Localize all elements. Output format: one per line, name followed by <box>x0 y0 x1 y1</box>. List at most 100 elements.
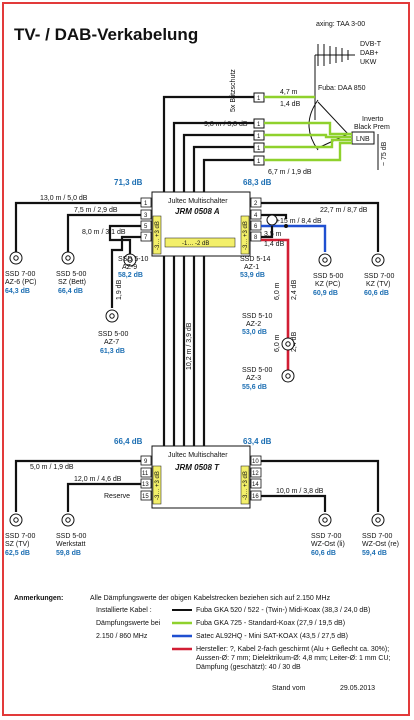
notes-heading: Anmerkungen: <box>14 595 63 602</box>
outlet-az6: SSD 7-00 AZ-6 (PC) 64,3 dB <box>5 251 37 295</box>
lnb-label: LNB <box>356 136 370 143</box>
svg-text:5+15 m / 8,4 dB: 5+15 m / 8,4 dB <box>272 218 322 225</box>
svg-text:Aussen-Ø: 7 mm; Dielektrikum-Ø: Aussen-Ø: 7 mm; Dielektrikum-Ø: 4,8 mm; … <box>196 655 391 662</box>
svg-text:SSD 5-00: SSD 5-00 <box>56 533 86 540</box>
page-border <box>2 2 410 716</box>
svg-text:62,5 dB: 62,5 dB <box>5 550 30 557</box>
svg-text:1: 1 <box>257 146 261 152</box>
svg-text:10,2 m / 3,9 dB: 10,2 m / 3,9 dB <box>186 322 193 370</box>
outlet-wz-ost-re: SSD 7-00 WZ-Ost (re) 59,4 dB <box>362 513 399 557</box>
switch-a-left-cables <box>14 201 141 308</box>
svg-text:8: 8 <box>254 235 258 241</box>
svg-text:2.150 / 860 MHz: 2.150 / 860 MHz <box>96 633 148 640</box>
svg-text:KZ (TV): KZ (TV) <box>366 281 391 288</box>
svg-text:WZ-Ost (li): WZ-Ost (li) <box>311 541 345 548</box>
svg-text:66,4 dB: 66,4 dB <box>58 288 83 295</box>
svg-text:13: 13 <box>142 482 149 488</box>
switch-t-brand: Jultec Multischalter <box>168 452 228 459</box>
trunk-cables-upper <box>162 95 254 192</box>
svg-text:9: 9 <box>144 459 148 465</box>
svg-text:2,4 dB: 2,4 dB <box>291 331 298 352</box>
svg-text:SSD 7-00: SSD 7-00 <box>311 533 341 540</box>
svg-text:59,8 dB: 59,8 dB <box>56 550 81 557</box>
cable-label-c2: 9,8 m / 3,8 dB <box>204 121 248 128</box>
svg-text:58,2 dB: 58,2 dB <box>118 272 143 279</box>
dish-model: Fuba: DAA 850 <box>318 85 366 92</box>
reserve-label: Reserve <box>104 493 130 500</box>
cable-label-c1: 4,7 m <box>280 89 298 96</box>
outlet-kz-tv: SSD 7-00 KZ (TV) 60,6 dB <box>364 253 394 297</box>
notes-intro: Alle Dämpfungswerte der obigen Kabelstre… <box>90 595 331 602</box>
svg-text:-3… +3 dB: -3… +3 dB <box>155 221 161 250</box>
svg-text:SSD 5-10: SSD 5-10 <box>118 256 148 263</box>
svg-text:59,4 dB: 59,4 dB <box>362 550 387 557</box>
outlet-sz-bett: SSD 5-00 SZ (Bett) 66,4 dB <box>56 251 86 295</box>
svg-text:SSD 5-14: SSD 5-14 <box>240 256 270 263</box>
svg-text:SSD 7-00: SSD 7-00 <box>5 271 35 278</box>
svg-text:14: 14 <box>252 482 259 488</box>
svg-text:AZ-6 (PC): AZ-6 (PC) <box>5 279 37 286</box>
terrestrial-antenna-icon <box>314 44 355 120</box>
svg-text:-3… +3 dB: -3… +3 dB <box>155 471 161 500</box>
outlet-az9: SSD 5-10 AZ-9 58,2 dB <box>118 253 148 279</box>
switch-t-level-left: 66,4 dB <box>114 437 143 446</box>
switch-a-right-cables <box>261 201 380 372</box>
svg-text:61,3 dB: 61,3 dB <box>100 348 125 355</box>
band-dab: DAB+ <box>360 50 378 57</box>
lightning-protection-blocks: 1 1 1 1 1 <box>253 92 265 166</box>
svg-text:22,7 m / 8,7 dB: 22,7 m / 8,7 dB <box>320 207 368 214</box>
antenna-model: axing: TAA 3-00 <box>316 21 365 28</box>
switch-a-right-gain-bar <box>240 215 250 255</box>
outlet-sz-tv: SSD 7-00 SZ (TV) 62,5 dB <box>5 513 35 557</box>
stand-date: 29.05.2013 <box>340 685 375 692</box>
lightning-protection-label: 5x Blitzschutz <box>230 69 237 112</box>
svg-text:2,4 dB: 2,4 dB <box>291 279 298 300</box>
svg-text:AZ-3: AZ-3 <box>246 375 261 382</box>
svg-text:7: 7 <box>144 235 148 241</box>
svg-text:60,9 dB: 60,9 dB <box>313 290 338 297</box>
svg-text:SSD 5-10: SSD 5-10 <box>242 313 272 320</box>
switch-a-ports: 1 3 5 7 2 4 6 8 <box>140 197 262 242</box>
svg-text:1: 1 <box>257 159 261 165</box>
svg-text:3,5 m: 3,5 m <box>264 231 282 238</box>
outlet-az7: SSD 5-00 AZ-7 61,3 dB <box>98 309 128 355</box>
svg-text:Fuba GKA 725 - Standard-Koax (: Fuba GKA 725 - Standard-Koax (27,9 / 19,… <box>196 620 345 627</box>
svg-text:6: 6 <box>254 224 258 230</box>
lnb-level: ~ 75 dB <box>381 141 388 166</box>
svg-text:SZ (Bett): SZ (Bett) <box>58 279 86 286</box>
svg-text:7,5 m / 2,9 dB: 7,5 m / 2,9 dB <box>74 207 118 214</box>
svg-text:13,0 m / 5,0 dB: 13,0 m / 5,0 dB <box>40 195 88 202</box>
svg-text:SSD 5-00: SSD 5-00 <box>313 273 343 280</box>
switch-t-level-right: 63,4 dB <box>243 437 272 446</box>
cable-label-c3: 6,7 m / 1,9 dB <box>268 169 312 176</box>
svg-text:SZ (TV): SZ (TV) <box>5 541 30 548</box>
switch-t-box <box>151 445 251 509</box>
outlet-werkstatt: SSD 5-00 Werkstatt 59,8 dB <box>56 513 86 557</box>
svg-text:Dämpfung (geschätzt): 40 / 30: Dämpfung (geschätzt): 40 / 30 dB <box>196 664 301 671</box>
svg-text:12,0 m / 4,6 dB: 12,0 m / 4,6 dB <box>74 476 122 483</box>
svg-text:1: 1 <box>257 96 261 102</box>
svg-text:4: 4 <box>254 213 258 219</box>
switch-a-mid-bar <box>164 237 236 248</box>
switch-a-left-gain-bar <box>152 215 162 255</box>
outlet-kz-pc: SSD 5-00 KZ (PC) 60,9 dB <box>313 253 343 297</box>
svg-text:Hersteller: ?, Kabel 2-fach ge: Hersteller: ?, Kabel 2-fach geschirmt (A… <box>196 646 389 653</box>
svg-text:1: 1 <box>257 122 261 128</box>
svg-text:SSD 5-00: SSD 5-00 <box>98 331 128 338</box>
outlet-wz-ost-li: SSD 7-00 WZ-Ost (li) 60,6 dB <box>311 513 345 557</box>
svg-text:AZ-7: AZ-7 <box>104 339 119 346</box>
svg-text:15: 15 <box>142 494 149 500</box>
svg-text:8,0 m / 3,1 dB: 8,0 m / 3,1 dB <box>82 229 126 236</box>
svg-text:Installierte Kabel :: Installierte Kabel : <box>96 607 152 614</box>
svg-text:KZ (PC): KZ (PC) <box>315 281 340 288</box>
svg-text:53,0 dB: 53,0 dB <box>242 329 267 336</box>
svg-text:SSD 5-00: SSD 5-00 <box>56 271 86 278</box>
svg-text:1: 1 <box>257 134 261 140</box>
svg-text:6,0 m: 6,0 m <box>274 334 281 352</box>
green-feed-cables <box>264 95 352 162</box>
svg-text:WZ-Ost (re): WZ-Ost (re) <box>362 541 399 548</box>
svg-text:5: 5 <box>144 224 148 230</box>
trunk-cables-lower <box>162 256 206 446</box>
outlet-az3: SSD 5-00 AZ-3 55,6 dB <box>242 367 295 391</box>
